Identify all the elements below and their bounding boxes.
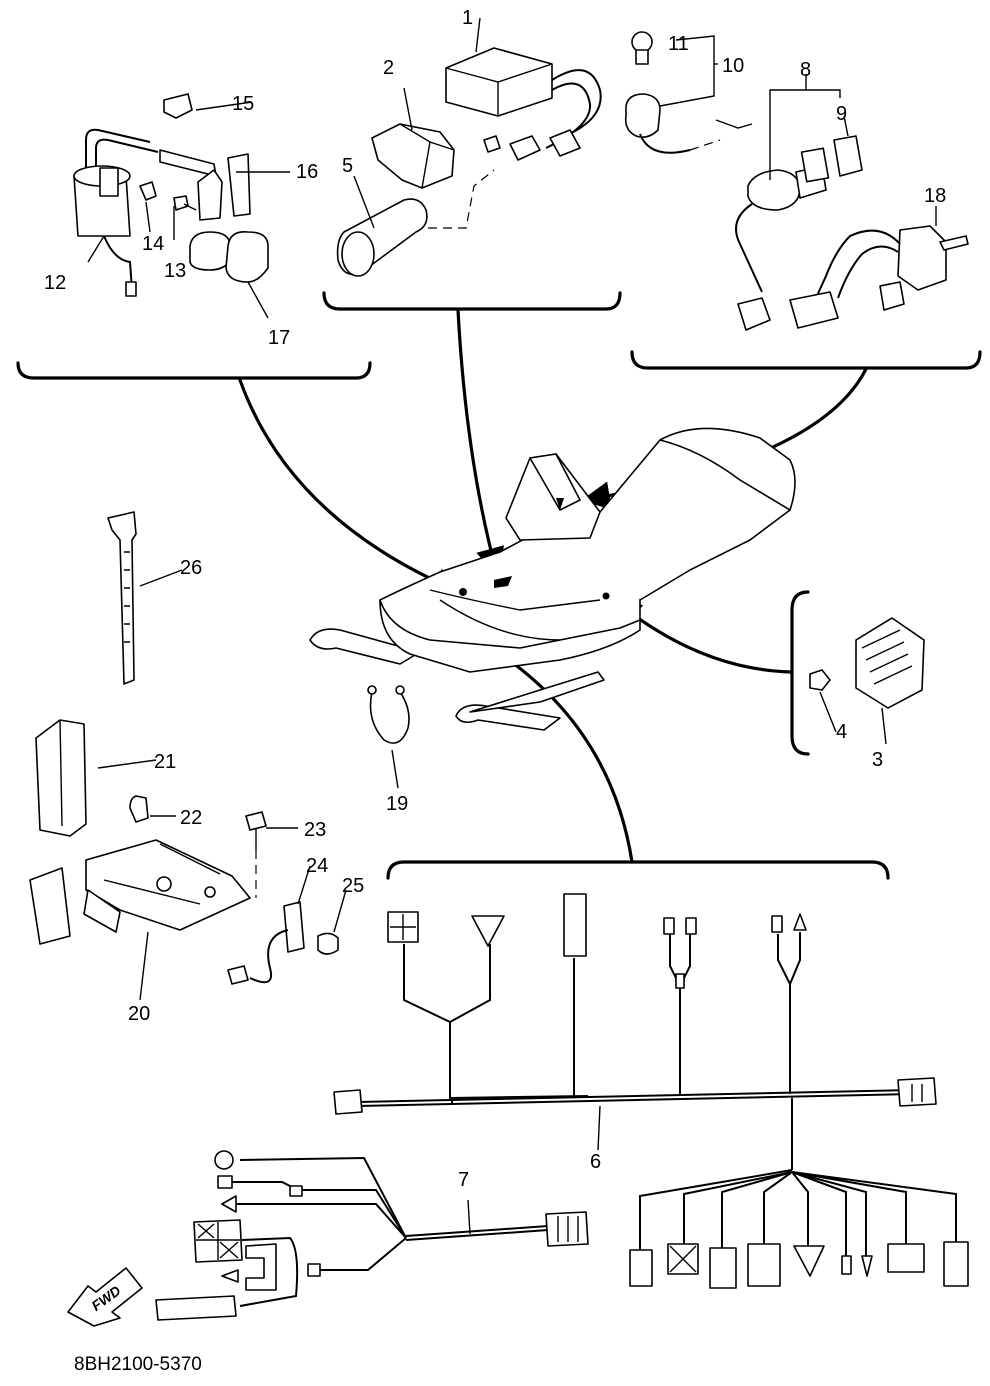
relay: [283, 901, 305, 953]
nut: [809, 669, 831, 691]
callout-12: 12: [44, 272, 66, 294]
spark-plug-cap-right: [227, 153, 251, 217]
group-bracket-ignition: [16, 361, 372, 380]
callout-21: 21: [154, 751, 176, 773]
main-switch: [747, 169, 801, 211]
callout-18: 18: [924, 185, 946, 207]
group-bracket-switches: [630, 350, 982, 370]
forward-direction-badge: FWD: [67, 1267, 143, 1327]
connector-four-pin: [545, 1211, 589, 1247]
callout-20: 20: [128, 1003, 150, 1025]
rectifier-group: [809, 617, 925, 745]
callout-5: 5: [342, 155, 353, 177]
callout-13: 13: [164, 260, 186, 282]
group-bracket-rectifier: [790, 590, 810, 756]
callout-11: 11: [668, 33, 689, 55]
callout-17: 17: [268, 327, 290, 349]
switch-group: [624, 31, 969, 331]
grommet: [317, 932, 339, 955]
drawing-code: 8BH2100-5370: [74, 1354, 202, 1375]
nut-22: [129, 795, 149, 823]
callout-2: 2: [383, 57, 394, 79]
callout-15: 15: [232, 93, 254, 115]
callout-10: 10: [722, 55, 744, 77]
callout-4: 4: [836, 721, 847, 743]
callout-8: 8: [800, 59, 811, 81]
callout-23: 23: [304, 819, 326, 841]
callout-24: 24: [306, 855, 328, 877]
mounting-bracket-group: [29, 719, 347, 1001]
callout-14: 14: [142, 233, 164, 255]
callout-6: 6: [590, 1151, 601, 1173]
plug-cap-clamp: [163, 93, 193, 119]
callout-7: 7: [458, 1169, 469, 1191]
ignition-coil-group: [73, 93, 290, 319]
sub-wire-harness: [155, 1150, 589, 1321]
cdi-unit-group: [336, 17, 602, 277]
callout-3: 3: [872, 749, 883, 771]
switch-cap: [833, 135, 863, 177]
connector-tall: [563, 893, 587, 957]
snowmobile-outline: [309, 427, 796, 731]
main-wire-harness: [333, 893, 969, 1289]
callout-22: 22: [180, 807, 202, 829]
callout-19: 19: [386, 793, 408, 815]
group-bracket-harness: [386, 860, 890, 880]
group-bracket-cdi: [322, 291, 622, 311]
bulb-icon: [631, 31, 653, 53]
callout-25: 25: [342, 875, 364, 897]
cdi-bracket: [371, 123, 455, 189]
toggle-switch: [897, 225, 947, 291]
callout-9: 9: [836, 103, 847, 125]
spark-plug-cap-left: [197, 169, 223, 221]
callout-labels: 1 2 3 4 5 6 7 8 9 10 11 12 13 14 15 16 1…: [44, 7, 946, 1191]
callout-26: 26: [180, 557, 202, 579]
wire-clamp: [367, 685, 410, 789]
callout-16: 16: [296, 161, 318, 183]
callout-1: 1: [462, 7, 473, 29]
cable-tie: [107, 511, 183, 685]
connector-triangle: [471, 915, 505, 947]
